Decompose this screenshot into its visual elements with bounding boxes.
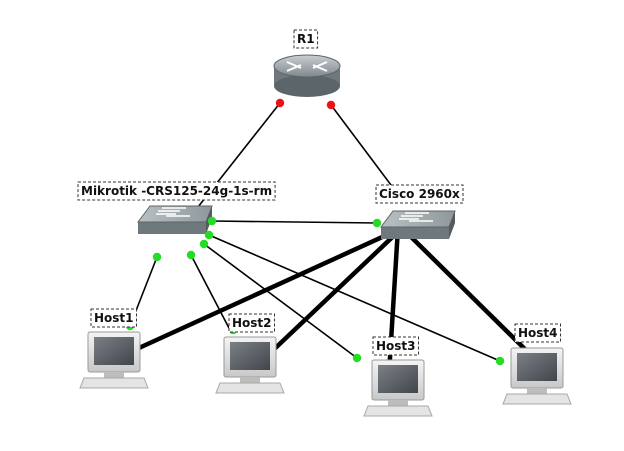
router-r1-icon[interactable] <box>273 54 341 97</box>
node-label-text: Host3 <box>376 339 416 353</box>
link-sw1-h2[interactable] <box>190 254 231 331</box>
nodes-layer <box>79 54 572 417</box>
node-label-box <box>514 323 562 343</box>
link-status-dot-up <box>207 216 217 226</box>
node-label-box <box>375 184 464 204</box>
node-label-h2: Host2 <box>228 313 276 333</box>
link-r1-sw2[interactable] <box>330 104 395 190</box>
node-label-text: Cisco 2960x <box>379 187 460 201</box>
link-status-dot-up <box>204 230 214 240</box>
link-status-dot-up <box>372 218 382 228</box>
node-label-text: Host1 <box>94 311 134 325</box>
node-label-sw1: Mikrotik -CRS125-24g-1s-rm <box>77 181 276 201</box>
switch-sw2-icon[interactable] <box>380 210 456 239</box>
node-label-box <box>293 29 319 49</box>
host-h2-icon[interactable] <box>215 336 285 394</box>
node-label-box <box>228 313 276 333</box>
node-label-sw2: Cisco 2960x <box>375 184 464 204</box>
link-status-dot-up <box>186 250 196 260</box>
node-label-text: Host4 <box>518 326 558 340</box>
host-h4-icon[interactable] <box>502 347 572 405</box>
node-label-text: Mikrotik -CRS125-24g-1s-rm <box>81 184 272 198</box>
host-h3-icon[interactable] <box>363 359 433 417</box>
host-h1-icon[interactable] <box>79 331 149 389</box>
links-layer <box>114 102 543 377</box>
link-status-dot-up <box>199 239 209 249</box>
node-label-box <box>372 336 420 356</box>
link-status-dot-up <box>152 252 162 262</box>
link-sw2-h2[interactable] <box>265 225 405 358</box>
node-label-box <box>90 308 138 328</box>
link-sw1-h3[interactable] <box>203 243 358 359</box>
node-label-text: R1 <box>297 32 315 46</box>
switch-sw1-icon[interactable] <box>137 205 213 234</box>
link-sw2-h4[interactable] <box>399 225 543 367</box>
node-label-h4: Host4 <box>514 323 562 343</box>
node-label-h1: Host1 <box>90 308 138 328</box>
node-label-r1: R1 <box>293 29 319 49</box>
node-label-box <box>77 181 276 201</box>
link-sw2-h1[interactable] <box>114 225 405 361</box>
link-status-dot-down <box>275 98 285 108</box>
link-status-dot-up <box>495 356 505 366</box>
node-label-text: Host2 <box>232 316 272 330</box>
link-status-dot-down <box>326 100 336 110</box>
link-sw1-h4[interactable] <box>208 234 501 362</box>
node-label-h3: Host3 <box>372 336 420 356</box>
link-status-dot-up <box>352 353 362 363</box>
link-sw1-sw2[interactable] <box>211 220 378 224</box>
